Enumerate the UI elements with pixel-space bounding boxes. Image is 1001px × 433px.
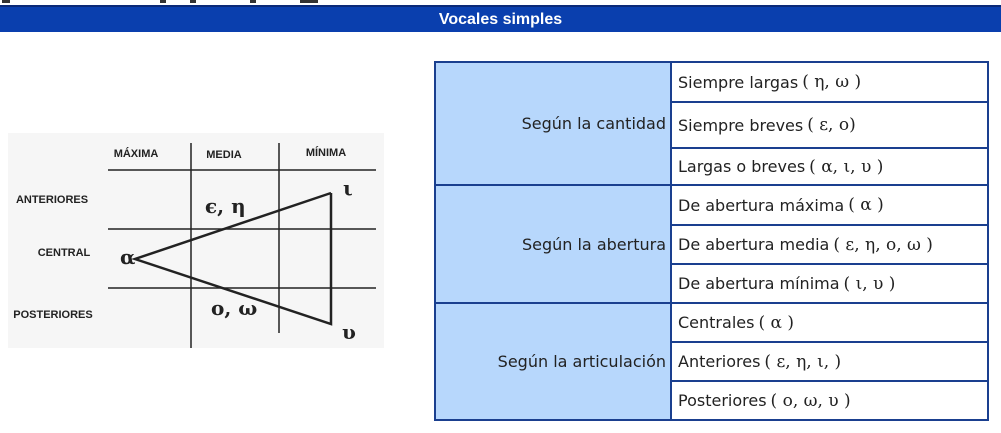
row-label: De abertura media — [678, 235, 830, 254]
row-label: Siempre largas — [678, 72, 799, 92]
vowel-triangle — [131, 191, 333, 326]
group-abertura: Según la abertura — [436, 186, 672, 304]
row-greek: ( ο, ω, υ ) — [770, 390, 851, 411]
row-label: Posteriores — [678, 391, 767, 410]
row-label: Centrales — [678, 313, 755, 332]
row-anteriores: ANTERIORES — [16, 194, 88, 206]
group-articulacion: Según la articulación — [436, 304, 672, 419]
point-iota: ι — [343, 176, 353, 200]
section-header: Vocales simples — [0, 5, 1001, 32]
top-strip — [0, 0, 1001, 5]
col-media: MEDIA — [206, 149, 242, 161]
table-row: De abertura media ( ε, η, ο, ω ) — [672, 226, 987, 265]
row-greek: ( ε, η, ο, ω ) — [833, 234, 933, 255]
row-label: Largas o breves — [678, 157, 806, 176]
section-title: Vocales simples — [438, 11, 563, 28]
row-greek: ( ε, ο) — [807, 115, 856, 135]
row-posteriores: POSTERIORES — [13, 309, 92, 321]
row-greek: ( ε, η, ι, ) — [764, 351, 842, 372]
row-greek: ( ι, υ ) — [843, 273, 896, 294]
point-epsilon-eta: ϵ, η — [205, 194, 246, 218]
vowel-classification-table: Según la cantidad Siempre largas ( η, ω … — [434, 61, 989, 421]
point-upsilon: υ — [342, 320, 356, 344]
group-label: Según la cantidad — [521, 114, 666, 133]
vowel-triangle-diagram: MÁXIMA MEDIA MÍNIMA ANTERIORES CENTRAL P… — [8, 133, 384, 348]
point-omicron-omega: o, ω — [211, 296, 257, 320]
row-central: CENTRAL — [38, 247, 91, 259]
row-greek: ( α ) — [848, 195, 884, 215]
row-label: Siempre breves — [678, 115, 804, 135]
table-row: Siempre largas ( η, ω ) — [672, 63, 987, 103]
group-cantidad: Según la cantidad — [436, 63, 672, 186]
table-row: Anteriores ( ε, η, ι, ) — [672, 343, 987, 382]
table-row: Posteriores ( ο, ω, υ ) — [672, 382, 987, 419]
col-minima: MÍNIMA — [306, 146, 346, 159]
vowel-triangle-svg: MÁXIMA MEDIA MÍNIMA ANTERIORES CENTRAL P… — [13, 143, 376, 348]
point-alpha: α — [120, 245, 135, 269]
col-maxima: MÁXIMA — [114, 147, 159, 160]
row-greek: ( η, ω ) — [802, 72, 862, 92]
row-label: De abertura mínima — [678, 274, 840, 293]
table-row: De abertura máxima ( α ) — [672, 186, 987, 226]
table-row: De abertura mínima ( ι, υ ) — [672, 265, 987, 304]
table-row: Siempre breves ( ε, ο) — [672, 103, 987, 149]
group-label: Según la articulación — [497, 352, 666, 371]
row-greek: ( α ) — [758, 312, 794, 333]
row-label: De abertura máxima — [678, 195, 845, 215]
table-row: Largas o breves ( α, ι, υ ) — [672, 149, 987, 186]
table-row: Centrales ( α ) — [672, 304, 987, 343]
row-label: Anteriores — [678, 352, 761, 371]
group-label: Según la abertura — [521, 234, 666, 254]
row-greek: ( α, ι, υ ) — [809, 156, 884, 177]
